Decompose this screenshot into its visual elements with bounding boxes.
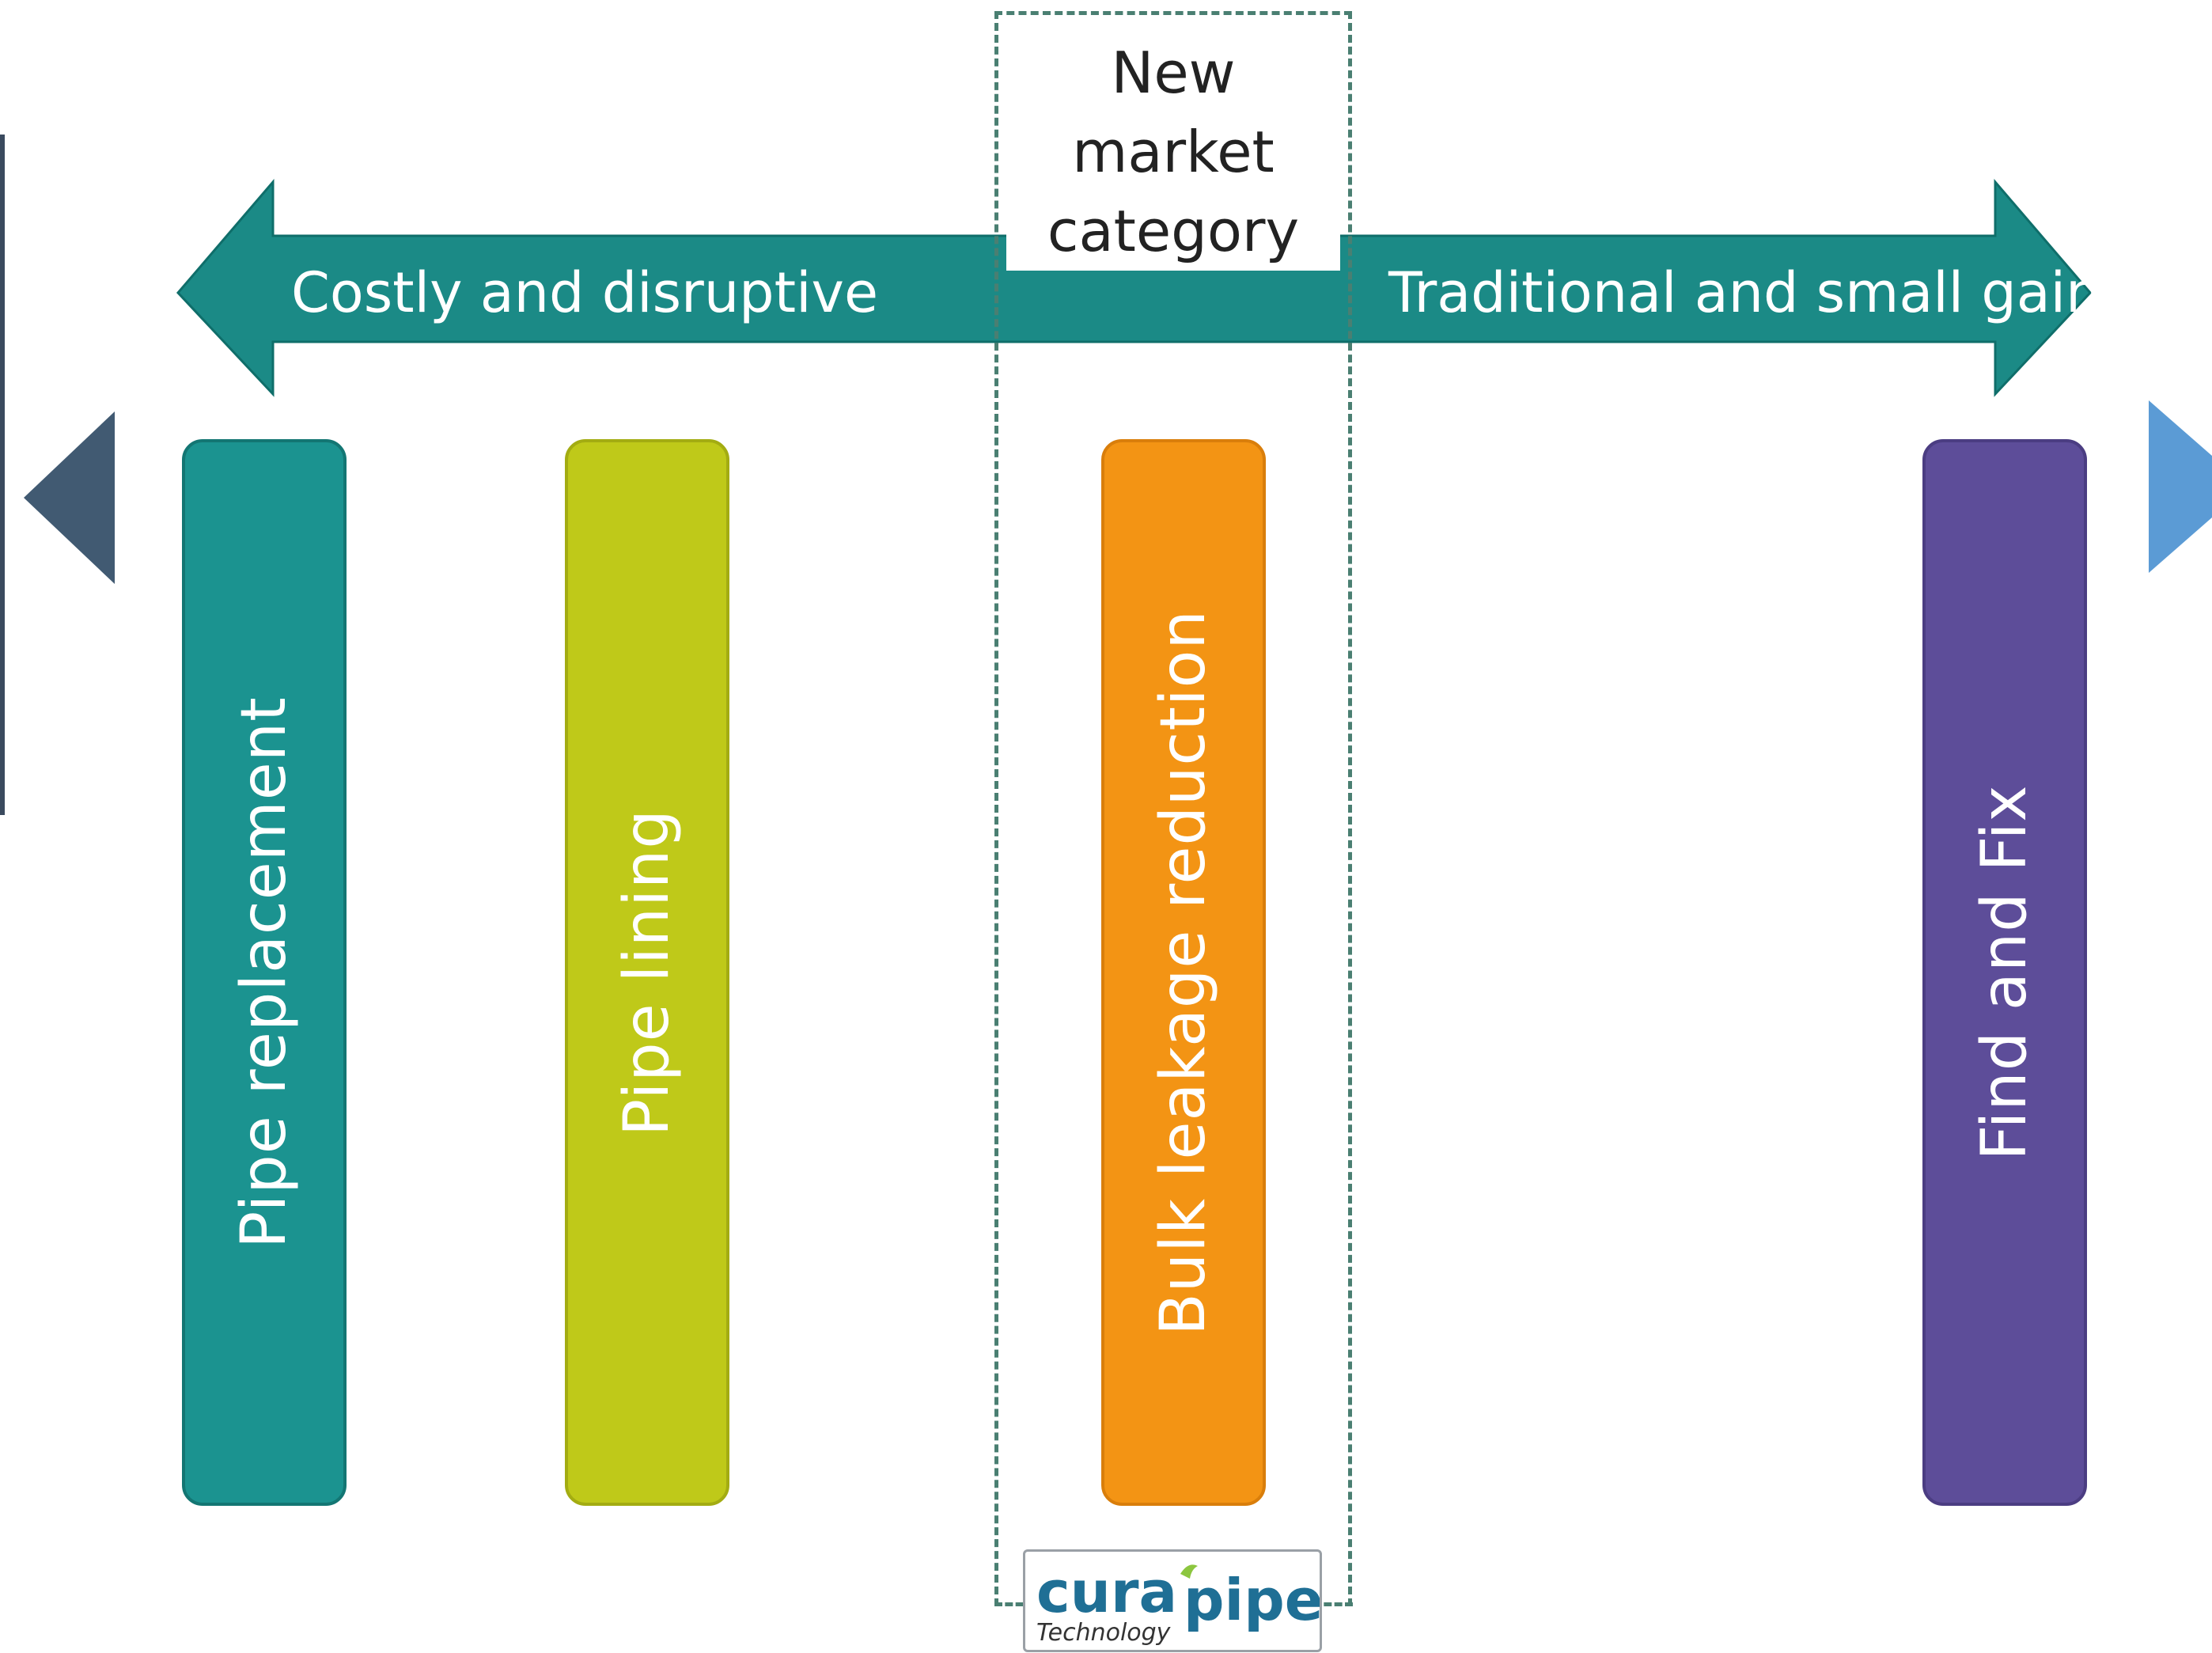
bulk-leakage-reduction-bar: Bulk leakage reduction bbox=[1101, 439, 1266, 1506]
find-and-fix-bar: Find and Fix bbox=[1922, 439, 2087, 1506]
pipe-lining-bar: Pipe lining bbox=[565, 439, 729, 1506]
double-headed-arrow bbox=[176, 178, 2093, 397]
curapipe-logo: cura pipe Technology bbox=[1023, 1549, 1322, 1652]
logo-tagline: Technology bbox=[1036, 1619, 1172, 1647]
pipe-replacement-bar: Pipe replacement bbox=[182, 439, 347, 1506]
bar-label: Pipe replacement bbox=[229, 696, 300, 1249]
new-market-highlight-box bbox=[994, 11, 1352, 1606]
logo-graphic: cura pipe Technology bbox=[1036, 1559, 1320, 1647]
bar-label: Pipe lining bbox=[612, 809, 683, 1136]
highlight-box-bottom-left bbox=[994, 1602, 1034, 1606]
arrow-shape bbox=[176, 178, 2093, 397]
arrow-left-label: Costly and disruptive bbox=[291, 260, 879, 325]
bar-label: Find and Fix bbox=[1969, 784, 2040, 1161]
next-arrow-button[interactable] bbox=[2149, 400, 2212, 573]
bar-label: Bulk leakage reduction bbox=[1148, 609, 1219, 1336]
highlight-box-bottom-right bbox=[1313, 1602, 1353, 1606]
previous-arrow-button[interactable] bbox=[24, 411, 115, 584]
triangle-right-icon bbox=[2149, 400, 2212, 573]
new-market-category-label: New market category bbox=[1006, 33, 1340, 271]
leaf-icon bbox=[1180, 1564, 1198, 1579]
left-edge-line bbox=[0, 135, 5, 815]
arrow-right-label: Traditional and small gains bbox=[1388, 260, 2130, 325]
logo-brand-b: pipe bbox=[1184, 1567, 1320, 1633]
triangle-left-icon bbox=[24, 411, 115, 584]
logo-brand-a: cura bbox=[1036, 1559, 1177, 1625]
